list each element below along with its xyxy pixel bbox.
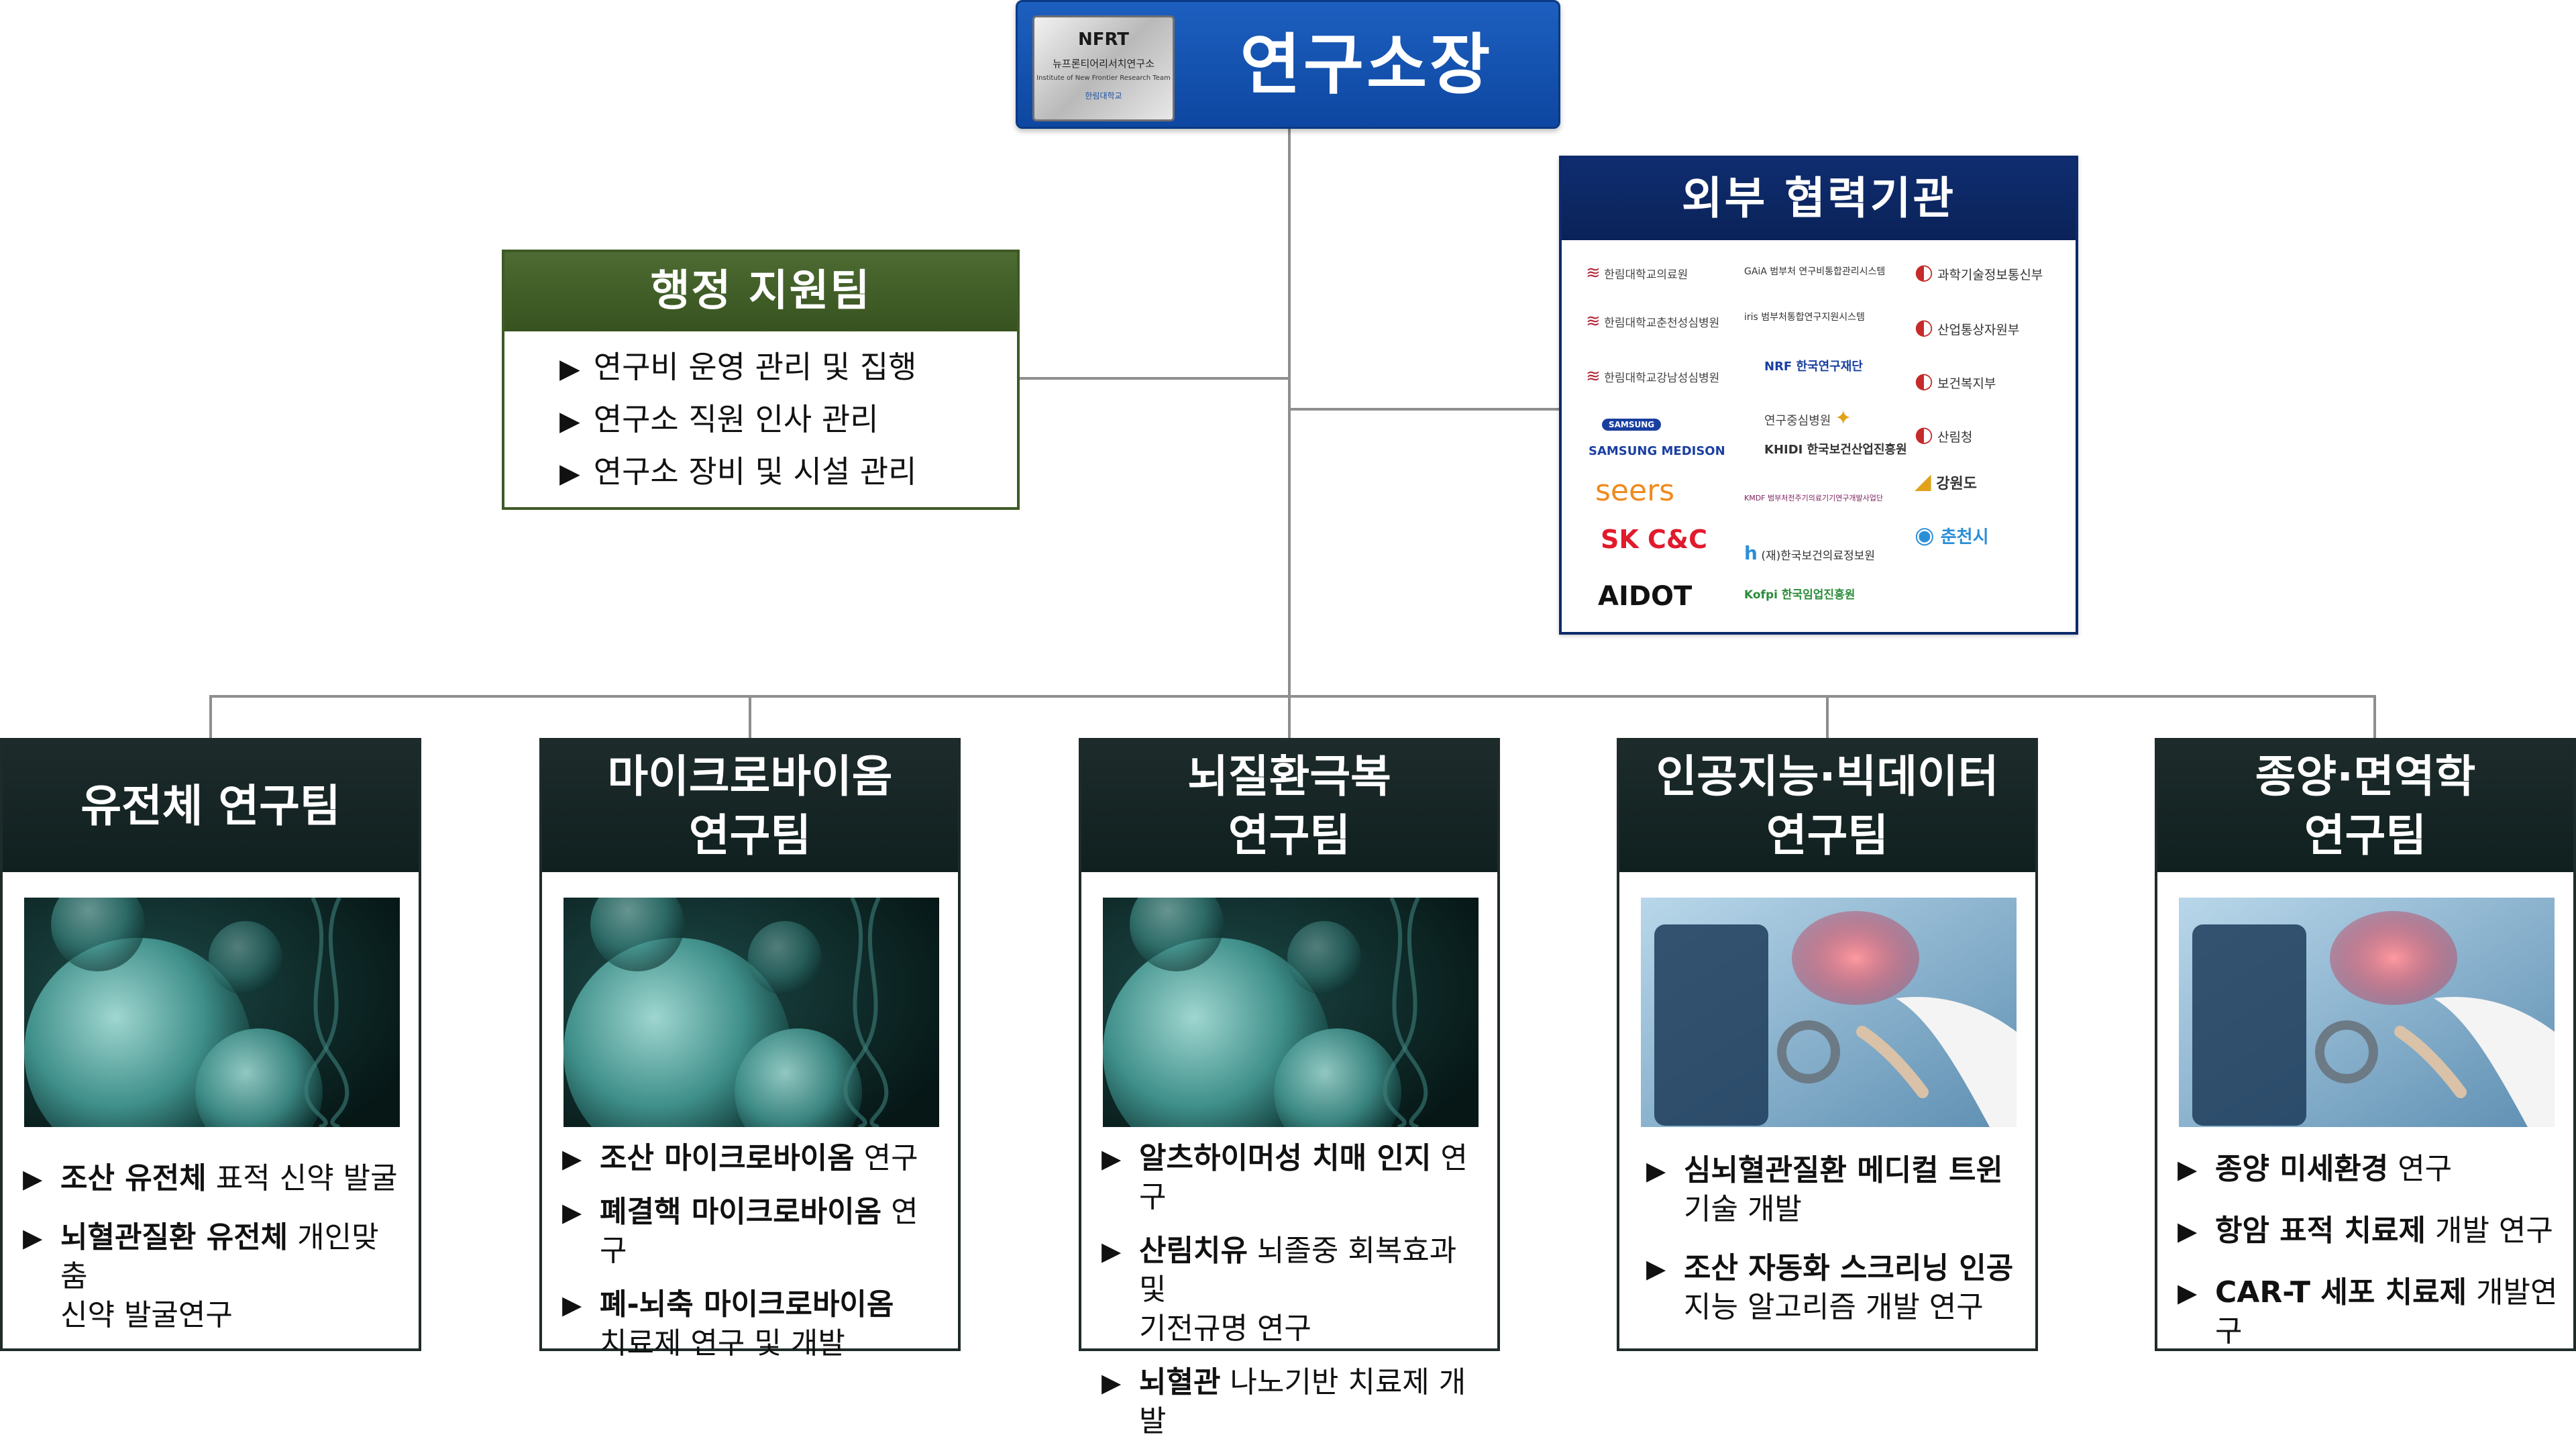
team-title: 유전체 연구팀 [3,741,419,872]
partner-logo: ≋ 한림대학교강남성심병원 [1586,366,1720,386]
plaque-name-en: Institute of New Frontier Research Team [1036,74,1171,82]
team-item: ▶폐결핵 마이크로바이옴 연구 [562,1193,945,1271]
team-research-list: ▶조산 마이크로바이옴 연구 ▶폐결핵 마이크로바이옴 연구 ▶폐-뇌축 마이크… [562,1139,945,1363]
partner-logo: ◐ 산림청 [1915,421,1973,447]
partner-logo: ≋ 한림대학교의료원 [1586,263,1688,283]
team-item: ▶알츠하이머성 치매 인지 연구 [1102,1139,1484,1217]
team-image-cells [564,898,939,1127]
triangle-bullet-icon: ▶ [1646,1156,1666,1185]
partner-logo: ≋ 한림대학교춘천성심병원 [1586,311,1720,331]
partner-logo: KMDF 범부처전주기의료기기연구개발사업단 [1744,494,1884,502]
institute-plaque-logo: NFRT 뉴프론티어리서치연구소 Institute of New Fronti… [1032,15,1175,121]
partner-logo: ◐ 산업통상자원부 [1915,314,2020,339]
admin-support-title: 행정 지원팀 [504,252,1017,331]
partner-logo: GAiA 범부처 연구비통합관리시스템 [1744,266,1886,277]
team-image-ai [2179,898,2555,1127]
partner-logo: iris 범부처통합연구지원시스템 [1744,312,1865,323]
admin-item: ▶연구소 장비 및 시설 관리 [559,453,917,490]
team-item: ▶조산 마이크로바이옴 연구 [562,1139,945,1178]
partner-logo: 연구중심병원 ✦ [1764,407,1852,430]
connector-team-1 [209,695,212,739]
partner-logo: NRF 한국연구재단 [1764,360,1863,374]
plaque-name: 뉴프론티어리서치연구소 [1053,58,1155,70]
partner-logo: ◢ 강원도 [1915,468,1978,494]
team-image-cells [24,898,400,1127]
director-title: 연구소장 [1240,27,1493,103]
partner-logo: ◉ 춘천시 [1915,522,1989,549]
team-item: ▶항암 표적 치료제 개발 연구 [2178,1212,2560,1250]
team-research-list: ▶종양 미세환경 연구 ▶항암 표적 치료제 개발 연구 ▶CAR-T 세포 치… [2178,1150,2560,1351]
team-genome: 유전체 연구팀 ▶조산 유전체 표적 신약 발굴 ▶뇌혈관질환 유전체 개인맞춤… [0,738,421,1351]
connector-admin [1020,377,1289,380]
admin-support-list: ▶연구비 운영 관리 및 집행 ▶연구소 직원 인사 관리 ▶연구소 장비 및 … [559,341,916,498]
external-partners-title: 외부 협력기관 [1562,158,2076,240]
team-item: ▶뇌혈관 나노기반 치료제 개발 [1102,1363,1484,1441]
connector-team-5 [2373,695,2376,739]
team-item: ▶종양 미세환경 연구 [2178,1150,2560,1189]
external-partners-box: 외부 협력기관 ≋ 한림대학교의료원 ≋ 한림대학교춘천성심병원 ≋ 한림대학교… [1559,156,2078,635]
partner-logo: Kofpi 한국임업진흥원 [1744,588,1856,602]
triangle-bullet-icon: ▶ [1102,1144,1122,1173]
plaque-university: 한림대학교 [1085,91,1122,101]
triangle-bullet-icon: ▶ [23,1223,43,1252]
partner-logo: SAMSUNG [1602,419,1662,431]
triangle-bullet-icon: ▶ [559,406,580,437]
director-box: NFRT 뉴프론티어리서치연구소 Institute of New Fronti… [1016,0,1560,129]
plaque-abbr: NFRT [1077,30,1130,50]
triangle-bullet-icon: ▶ [2178,1278,2198,1307]
connector-main-vertical [1288,129,1291,698]
admin-item: ▶연구소 직원 인사 관리 [559,401,879,437]
triangle-bullet-icon: ▶ [1102,1236,1122,1266]
admin-item: ▶연구비 운영 관리 및 집행 [559,349,917,385]
partner-logo: SAMSUNG MEDISON [1589,444,1725,458]
triangle-bullet-icon: ▶ [562,1290,582,1320]
partner-logo: seers [1595,474,1675,508]
partner-logo: h (재)한국보건의료정보원 [1744,542,1876,564]
team-item: ▶조산 유전체 표적 신약 발굴 [23,1159,405,1198]
triangle-bullet-icon: ▶ [559,354,580,384]
triangle-bullet-icon: ▶ [1102,1368,1122,1397]
partner-logo: ◐ 보건복지부 [1915,368,1996,393]
triangle-bullet-icon: ▶ [559,458,580,489]
team-item: ▶CAR-T 세포 치료제 개발연구 [2178,1273,2560,1351]
partner-logo: ◐ 과학기술정보통신부 [1915,259,2043,284]
team-image-cells [1103,898,1479,1127]
connector-team-3 [1288,695,1291,739]
team-image-ai [1641,898,2017,1127]
connector-teams-horizontal [209,695,2376,698]
triangle-bullet-icon: ▶ [2178,1155,2198,1184]
connector-external [1288,408,1560,411]
triangle-bullet-icon: ▶ [562,1144,582,1173]
partner-logo: KHIDI 한국보건산업진흥원 [1764,443,1907,457]
triangle-bullet-icon: ▶ [2178,1216,2198,1246]
connector-team-4 [1826,695,1829,739]
connector-team-2 [749,695,751,739]
triangle-bullet-icon: ▶ [562,1197,582,1227]
admin-support-box: 행정 지원팀 ▶연구비 운영 관리 및 집행 ▶연구소 직원 인사 관리 ▶연구… [502,250,1020,510]
partner-logo: SK C&C [1601,525,1707,554]
triangle-bullet-icon: ▶ [23,1164,43,1193]
partner-logo: AIDOT [1598,581,1693,612]
triangle-bullet-icon: ▶ [1646,1254,1666,1283]
